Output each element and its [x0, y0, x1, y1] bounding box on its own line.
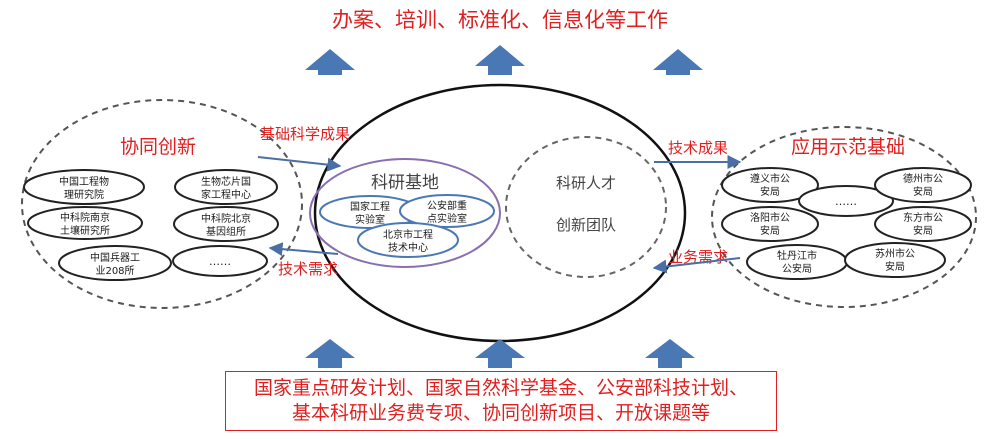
right-node — [721, 167, 819, 203]
node-label-line1: 国家工程 — [350, 200, 390, 213]
right-group-title: 应用示范基础 — [791, 136, 905, 158]
node-label-line2: 理研究院 — [64, 188, 104, 201]
funding-line1: 国家重点研发计划、国家自然科学基金、公安部科技计划、 — [253, 377, 748, 399]
node-label-line1: …… — [835, 195, 857, 208]
node-label-line1: 德州市公 — [903, 172, 943, 185]
left-group-title: 协同创新 — [120, 136, 196, 158]
right-node — [721, 206, 819, 242]
top-up-arrows — [305, 45, 703, 75]
right-node — [874, 206, 972, 242]
up-arrow-icon — [653, 49, 703, 75]
node-label-line2: 安局 — [760, 224, 780, 237]
arrow-to-center-icon — [652, 257, 741, 274]
node-label-line1: 牡丹江市 — [777, 249, 817, 262]
node-label-line2: 公安局 — [782, 262, 812, 275]
talent-team-line1: 科研人才 — [556, 174, 616, 192]
node-label-line1: 洛阳市公 — [750, 211, 790, 224]
flow-tech-demand-left: 技术需求 — [278, 260, 338, 278]
node-label-line2: 土壤研究所 — [60, 224, 110, 237]
node-label-line2: 业208所 — [95, 265, 134, 277]
left-node — [23, 169, 145, 205]
labs: 国家工程 实验室 公安部重 点实验室 北京市工程 技术中心 — [319, 194, 495, 258]
left-node — [27, 206, 143, 240]
node-label-line1: 生物芯片国 — [201, 175, 251, 188]
left-group-boundary — [21, 99, 303, 309]
lab-node — [399, 194, 495, 228]
node-label-line1: 北京市工程 — [383, 228, 433, 241]
lab-node — [357, 222, 459, 258]
node-label-line1: 苏州市公 — [875, 247, 915, 260]
talent-team-boundary — [505, 136, 667, 278]
node-label-line2: 安局 — [913, 185, 933, 198]
top-outcome-text: 办案、培训、标准化、信息化等工作 — [332, 8, 668, 32]
funding-sources-box: 国家重点研发计划、国家自然科学基金、公安部科技计划、 基本科研业务费专项、协同创… — [225, 371, 777, 431]
research-base-boundary — [309, 158, 501, 268]
arrow-to-center-icon — [257, 156, 342, 172]
up-arrow-icon — [305, 339, 355, 368]
left-node — [172, 245, 268, 277]
right-group-boundary — [711, 126, 977, 308]
bottom-up-arrows — [305, 339, 695, 368]
right-node — [844, 242, 946, 278]
node-label-line2: 基因组所 — [206, 225, 246, 238]
up-arrow-icon — [305, 49, 355, 75]
left-node — [173, 206, 279, 242]
talent-team-line2: 创新团队 — [556, 216, 616, 234]
node-label-line1: 中国兵器工 — [90, 251, 140, 264]
node-label-line1: 公安部重 — [427, 199, 467, 212]
left-nodes: 中国工程物 理研究院 生物芯片国 家工程中心 中科院南京 土壤研究所 中科院北京… — [23, 169, 279, 281]
node-label-line1: 中科院南京 — [60, 211, 110, 224]
node-label-line2: 家工程中心 — [201, 188, 251, 201]
arrow-to-left-icon — [268, 242, 339, 257]
node-label-line2: 点实验室 — [427, 212, 467, 225]
left-node — [58, 245, 172, 281]
node-label-line2: 安局 — [885, 260, 905, 273]
right-node — [798, 185, 894, 217]
node-label-line1: …… — [209, 255, 231, 268]
research-base-title: 科研基地 — [371, 173, 439, 193]
right-nodes: 遵义市公 安局 …… 德州市公 安局 洛阳市公 安局 东方市公 安局 牡丹江市 … — [721, 167, 972, 280]
up-arrow-icon — [645, 339, 695, 368]
flow-basic-results: 基础科学成果 — [260, 125, 350, 143]
funding-line2: 基本科研业务费专项、协同创新项目、开放课题等 — [291, 402, 710, 424]
node-label-line2: 安局 — [913, 224, 933, 237]
flow-tech-results: 技术成果 — [668, 139, 728, 157]
up-arrow-icon — [475, 339, 525, 368]
node-label-line1: 遵义市公 — [750, 172, 790, 185]
up-arrow-icon — [475, 45, 525, 75]
left-node — [174, 169, 278, 205]
node-label-line1: 东方市公 — [903, 211, 943, 224]
node-label-line2: 安局 — [760, 185, 780, 198]
node-label-line2: 实验室 — [355, 213, 385, 226]
right-node — [874, 167, 972, 203]
node-label-line1: 中科院北京 — [201, 212, 251, 225]
node-label-line2: 技术中心 — [388, 241, 428, 254]
node-label-line1: 中国工程物 — [59, 175, 109, 188]
